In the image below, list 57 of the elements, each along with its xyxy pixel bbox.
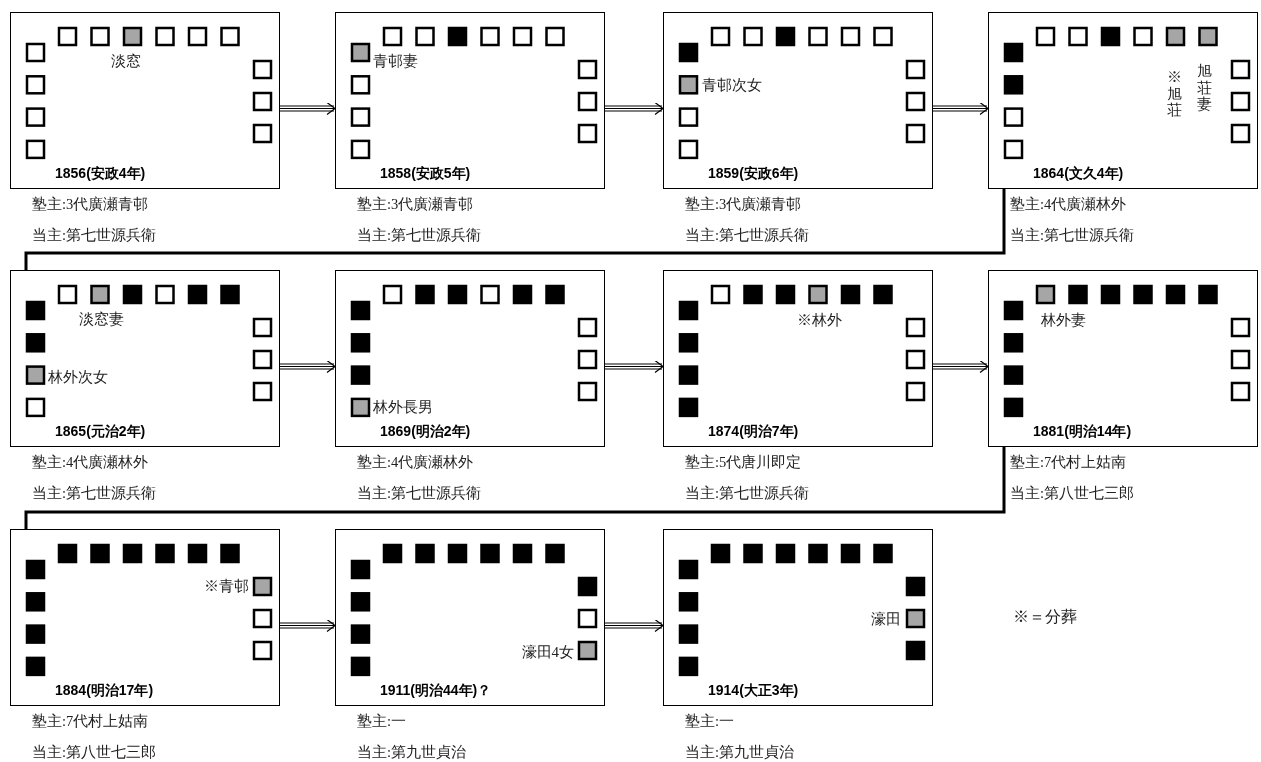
double-arrow [279,359,336,374]
person-label: 当主:第八世七三郎 [1010,485,1135,501]
person-label: 当主:第七世源兵衛 [357,227,482,243]
double-arrow [604,618,664,633]
name-label: ※林外 [797,311,842,329]
person-label: 当主:第七世源兵衛 [1010,227,1135,243]
person-label: 当主:第九世貞治 [685,744,795,760]
name-label: ※青邨 [204,577,249,595]
name-label: 淡窓妻 [79,310,124,328]
person-label: 当主:第七世源兵衛 [32,227,157,243]
person-label: 当主:第九世貞治 [357,744,467,760]
name-label: 濠田4女 [521,643,574,661]
name-label: 林外長男 [373,398,433,416]
name-label: 青邨次女 [702,76,762,94]
year-label: 1865(元治2年) [55,422,146,440]
person-label: 塾主:一 [357,713,407,729]
person-label: 当主:第七世源兵衛 [32,485,157,501]
person-label: 塾主:一 [685,713,735,729]
person-label: 塾主:3代廣瀬青邨 [685,196,802,212]
person-label: 当主:第七世源兵衛 [357,485,482,501]
double-arrow [279,618,336,633]
person-label: 塾主:3代廣瀬青邨 [32,196,149,212]
year-label: 1858(安政5年) [380,164,471,182]
name-label: 林外次女 [48,368,108,386]
year-label: 1881(明治14年) [1033,422,1132,440]
year-label: 1864(文久4年) [1033,164,1124,182]
name-label: ※旭荘 [1167,69,1182,119]
person-label: 塾主:5代唐川即定 [685,454,802,470]
note-label: ※＝分葬 [1013,608,1077,626]
person-label: 当主:第七世源兵衛 [685,227,810,243]
person-label: 当主:第七世源兵衛 [685,485,810,501]
year-label: 1911(明治44年)？ [380,681,492,699]
double-arrow [604,359,664,374]
double-arrow [932,101,989,116]
name-label: 濠田 [871,610,901,628]
year-label: 1874(明治7年) [708,422,799,440]
year-label: 1884(明治17年) [55,681,154,699]
person-label: 塾主:4代廣瀬林外 [357,454,474,470]
person-label: 塾主:7代村上姑南 [1010,454,1127,470]
name-label: 旭荘妻 [1197,63,1212,113]
name-label: 青邨妻 [373,52,418,70]
person-label: 塾主:4代廣瀬林外 [32,454,149,470]
person-label: 塾主:3代廣瀬青邨 [357,196,474,212]
double-arrow [932,359,989,374]
year-label: 1859(安政6年) [708,164,799,182]
name-label: 林外妻 [1041,311,1086,329]
connector-line [24,447,1006,529]
year-label: 1914(大正3年) [708,681,799,699]
person-label: 塾主:7代村上姑南 [32,713,149,729]
double-arrow [604,101,664,116]
connector-line [24,189,1006,270]
name-label: 淡窓 [111,52,141,70]
year-label: 1856(安政4年) [55,164,146,182]
year-label: 1869(明治2年) [380,422,471,440]
person-label: 当主:第八世七三郎 [32,744,157,760]
double-arrow [279,101,336,116]
person-label: 塾主:4代廣瀬林外 [1010,196,1127,212]
